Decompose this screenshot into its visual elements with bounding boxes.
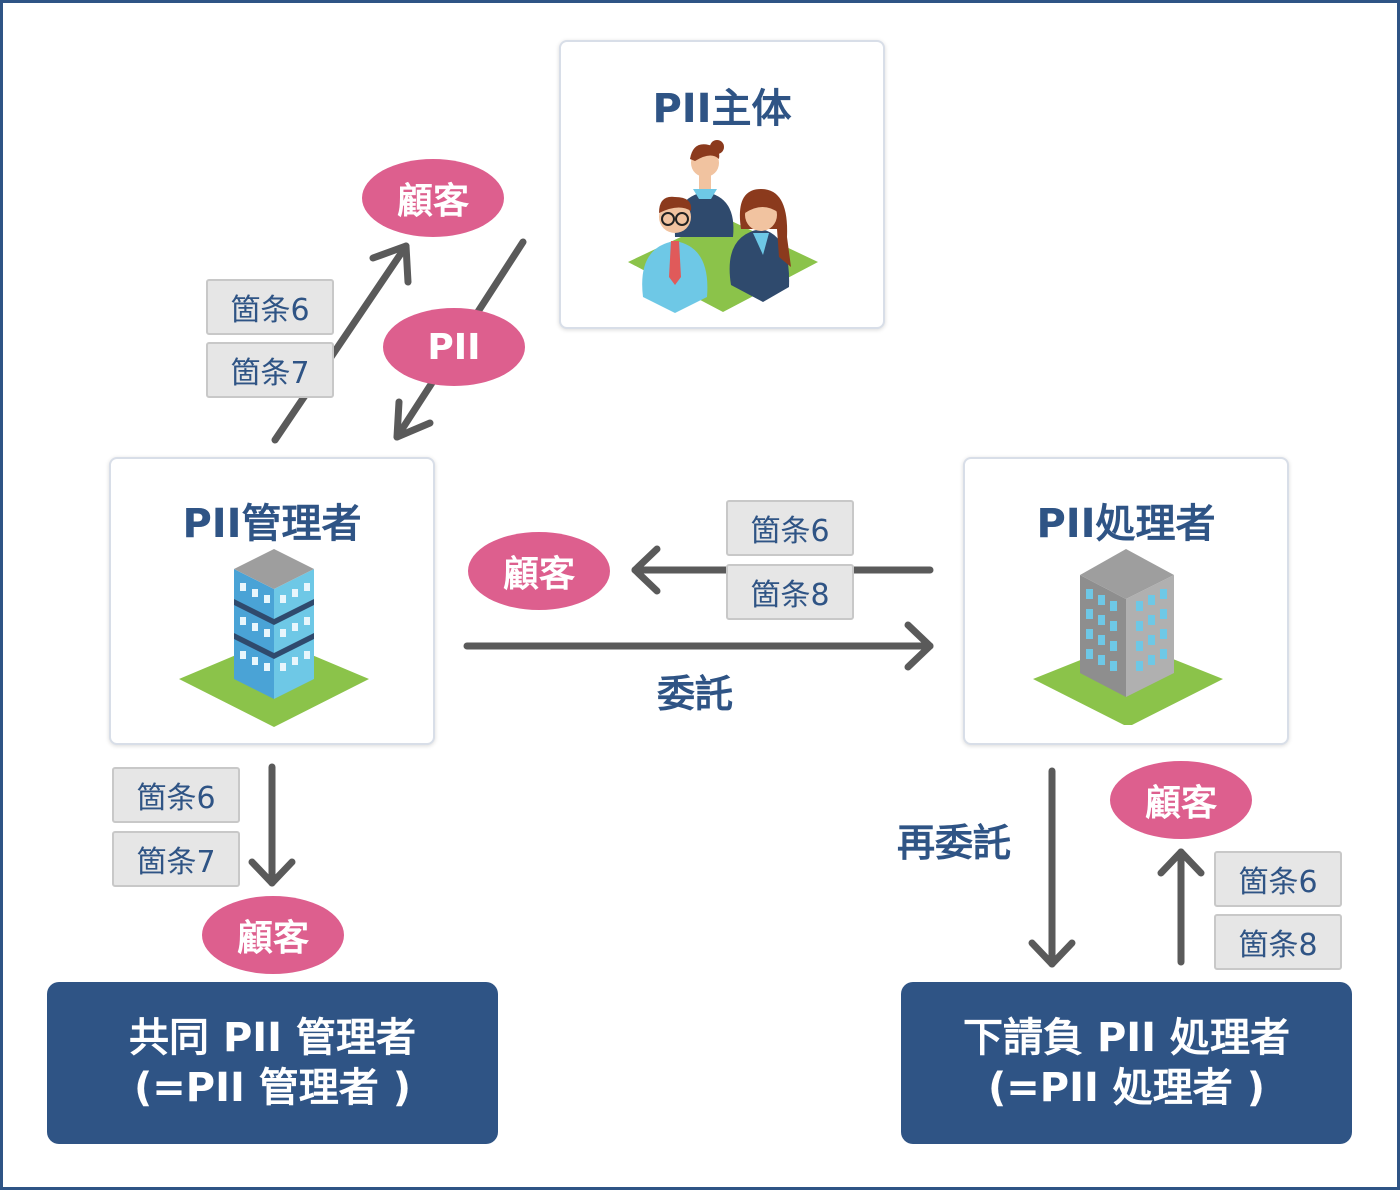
arrow-controller-to-customer [271,242,412,444]
customer-badge: 顧客 [468,532,610,610]
arrow-subprocessor-to-customer [1157,848,1205,966]
subprocessor-box: 下請負 PII 処理者 (=PII 処理者 ) [901,982,1352,1144]
arrow-controller-to-joint [248,763,296,887]
joint-controller-line1: 共同 PII 管理者 [129,1015,416,1061]
pii-badge: PII [383,308,525,386]
pii-controller-title: PII管理者 [182,501,362,547]
clause-tag-6: 箇条6 [112,767,240,823]
customer-badge: 顧客 [362,159,504,237]
joint-controller-box: 共同 PII 管理者 (=PII 管理者 ) [47,982,498,1144]
clause-tag-6: 箇条6 [1214,851,1342,907]
clause-tag-6: 箇条6 [206,279,334,335]
pii-processor-title: PII処理者 [1036,501,1216,547]
pii-processor-card: PII処理者 [963,457,1289,745]
clause-tag-8: 箇条8 [726,564,854,620]
customer-badge: 顧客 [1110,761,1252,839]
office-building-icon [1033,549,1223,725]
customer-badge: 顧客 [202,896,344,974]
pii-subject-card: PII主体 [559,40,885,329]
re-entrust-label: 再委託 [897,821,1012,865]
arrow-entrust [463,621,934,671]
subprocessor-line1: 下請負 PII 処理者 [963,1015,1290,1061]
arrow-re-entrust [1028,767,1076,968]
clause-tag-8: 箇条8 [1214,914,1342,970]
clause-tag-7: 箇条7 [206,342,334,398]
subprocessor-line2: (=PII 処理者 ) [987,1065,1265,1111]
clause-tag-6: 箇条6 [726,500,854,556]
building-icon [179,549,369,727]
clause-tag-7: 箇条7 [112,831,240,887]
pii-controller-card: PII管理者 [109,457,435,745]
people-illustration [628,140,818,313]
joint-controller-line2: (=PII 管理者 ) [133,1065,411,1111]
entrust-label: 委託 [657,672,734,716]
pii-subject-title: PII主体 [652,86,792,132]
